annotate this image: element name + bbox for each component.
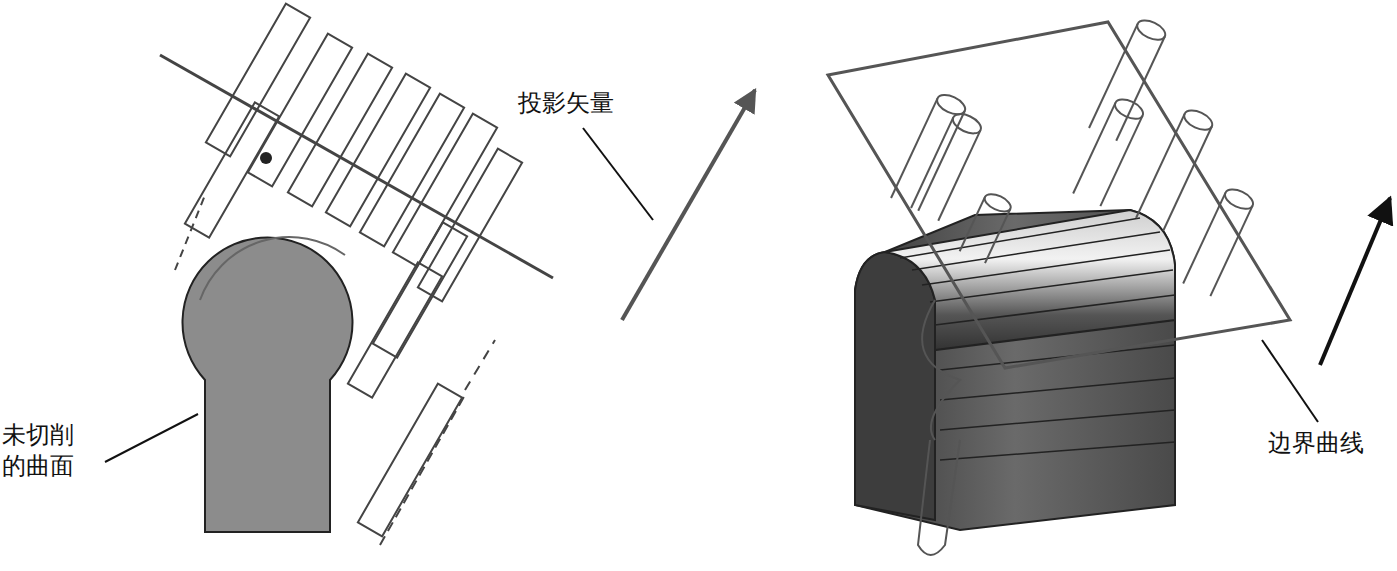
boundary-label: 边界曲线 [1268, 428, 1364, 459]
leader-line [105, 414, 198, 462]
part-block [855, 210, 1175, 530]
projection-vector [1320, 198, 1390, 365]
leader-line [1262, 340, 1318, 422]
tool-paths [175, 4, 522, 545]
vector-label: 投影矢量 [518, 88, 614, 119]
boundary-line [160, 55, 553, 278]
leader-line [583, 128, 653, 220]
uncut-surface [183, 237, 353, 532]
surface-label: 未切削 的曲面 [2, 420, 80, 482]
tool-cylinders [891, 17, 1256, 555]
boundary-curve [828, 22, 1290, 368]
tool-point [260, 152, 272, 164]
